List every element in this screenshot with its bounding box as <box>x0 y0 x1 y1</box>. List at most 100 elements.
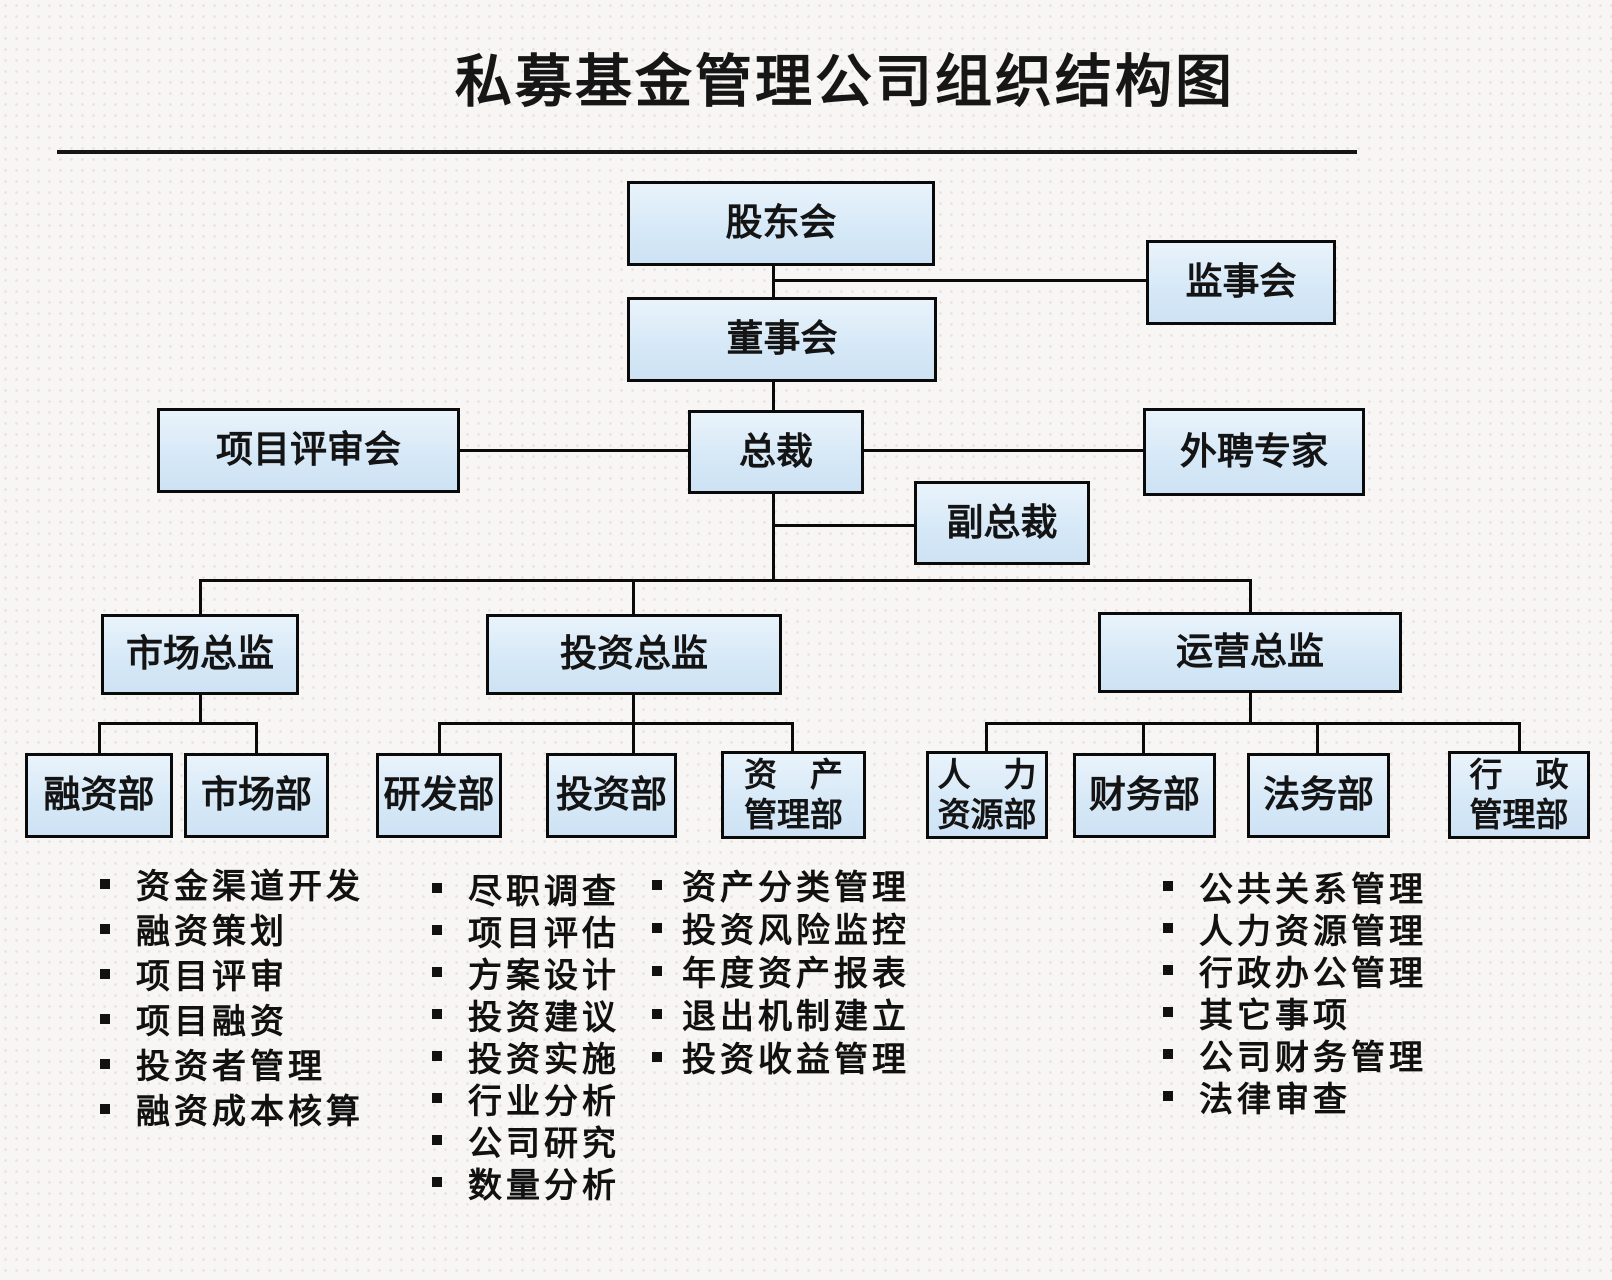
list-item: 投资建议 <box>432 993 620 1038</box>
connector-drop-market-dept <box>255 722 258 755</box>
connector-investment-children <box>438 722 794 725</box>
bullet-icon <box>432 883 442 893</box>
node-operations-director-label: 运营总监 <box>1176 630 1324 674</box>
node-project-review: 项目评审会 <box>157 408 460 493</box>
list-item-text: 公共关系管理 <box>1199 869 1427 910</box>
node-legal-dept-label: 法务部 <box>1263 773 1374 817</box>
page-title: 私募基金管理公司组织结构图 <box>455 49 1235 115</box>
bullet-icon <box>652 1051 662 1062</box>
list-item: 公司研究 <box>432 1119 620 1164</box>
bullet-icon <box>432 1009 442 1019</box>
list-item: 融资成本核算 <box>100 1086 364 1132</box>
list-item: 项目评估 <box>432 909 620 954</box>
list-item-text: 投资实施 <box>468 1039 620 1080</box>
node-market-dept: 市场部 <box>184 753 329 838</box>
node-board-of-directors: 董事会 <box>627 297 937 382</box>
connector-drop-rd-dept <box>438 722 441 755</box>
node-admin-dept-line1: 行 政 <box>1469 754 1569 794</box>
bullet-icon <box>432 1177 442 1187</box>
connector-drop-hr-dept <box>985 722 988 755</box>
connector-operations-children <box>985 722 1521 725</box>
bullet-icon <box>1163 923 1173 933</box>
list-item: 方案设计 <box>432 951 620 996</box>
bullet-icon <box>100 1103 110 1114</box>
bullet-icon <box>432 967 442 977</box>
bullet-icon <box>1163 965 1173 975</box>
node-investment-dept-label: 投资部 <box>556 773 667 817</box>
bullet-icon <box>100 1013 110 1024</box>
list-item: 投资风险监控 <box>652 906 910 951</box>
list-item: 行政办公管理 <box>1163 949 1427 994</box>
bullet-icon <box>652 965 662 976</box>
node-asset-mgmt-dept-line1: 资 产 <box>744 754 843 794</box>
list-item-text: 行政办公管理 <box>1199 953 1427 994</box>
node-operations-director: 运营总监 <box>1098 612 1402 693</box>
node-admin-dept: 行 政 管理部 <box>1448 751 1590 839</box>
bullet-icon <box>432 925 442 935</box>
connector-operations-down <box>1249 691 1252 725</box>
node-board-of-directors-label: 董事会 <box>726 317 838 361</box>
connector-drop-investment-director <box>632 579 635 616</box>
title-underline <box>57 150 1357 154</box>
node-hr-dept-line2: 资源部 <box>937 795 1037 834</box>
list-item: 投资收益管理 <box>652 1035 910 1080</box>
list-item: 数量分析 <box>432 1161 620 1206</box>
connector-drop-finance-dept <box>1142 722 1145 755</box>
node-admin-dept-line2: 管理部 <box>1469 795 1569 834</box>
bullet-icon <box>652 922 662 933</box>
connector-president-experts <box>862 449 1145 452</box>
list-item-text: 资金渠道开发 <box>136 867 364 907</box>
list-item-text: 尽职调查 <box>468 871 620 912</box>
list-item-text: 退出机制建立 <box>682 997 910 1037</box>
node-marketing-director-label: 市场总监 <box>126 632 274 676</box>
bullet-icon <box>1163 1049 1173 1059</box>
bullet-icon <box>432 1093 442 1103</box>
node-vice-president-label: 副总裁 <box>946 500 1058 544</box>
list-item: 公司财务管理 <box>1163 1033 1427 1078</box>
node-project-review-label: 项目评审会 <box>216 428 401 472</box>
node-external-experts: 外聘专家 <box>1143 408 1365 496</box>
node-legal-dept: 法务部 <box>1247 753 1390 838</box>
list-item: 公共关系管理 <box>1163 865 1427 910</box>
bullet-icon <box>1163 1007 1173 1017</box>
connector-drop-asset-dept <box>791 722 794 755</box>
list-item: 资产分类管理 <box>652 863 910 908</box>
list-item-text: 项目评估 <box>468 913 620 954</box>
list-item: 项目评审 <box>100 951 364 997</box>
connector-board-president <box>772 380 775 412</box>
node-finance-dept-label: 财务部 <box>1089 773 1200 817</box>
node-rd-dept-label: 研发部 <box>383 773 495 817</box>
connector-drop-financing-dept <box>98 722 101 755</box>
node-shareholders-label: 股东会 <box>725 201 837 245</box>
node-supervisory-board-label: 监事会 <box>1185 260 1297 304</box>
bullet-icon <box>1163 1091 1173 1101</box>
connector-directors-distribution <box>199 579 1252 582</box>
connector-drop-operations-director <box>1249 579 1252 614</box>
list-item: 投资者管理 <box>100 1041 364 1087</box>
list-item-text: 投资建议 <box>468 997 620 1038</box>
bullet-icon <box>100 1058 110 1069</box>
node-asset-mgmt-dept-line2: 管理部 <box>744 795 843 834</box>
node-president-label: 总裁 <box>739 429 813 473</box>
list-item: 年度资产报表 <box>652 949 910 994</box>
bullet-icon <box>652 879 662 890</box>
list-item-text: 人力资源管理 <box>1199 911 1427 952</box>
connector-drop-admin-dept <box>1518 722 1521 755</box>
list-item-text: 公司财务管理 <box>1199 1037 1427 1078</box>
list-item-text: 行业分析 <box>468 1081 620 1122</box>
list-item: 行业分析 <box>432 1077 620 1122</box>
connector-drop-legal-dept <box>1316 722 1319 755</box>
list-item-text: 数量分析 <box>468 1165 620 1206</box>
bullet-icon <box>1163 881 1173 891</box>
list-item-text: 资产分类管理 <box>682 868 910 908</box>
financing-duty-list: 资金渠道开发 融资策划 项目评审 项目融资 投资者管理 融资成本核算 <box>100 861 364 1132</box>
connector-marketing-children <box>98 722 258 725</box>
node-investment-director: 投资总监 <box>486 614 782 695</box>
node-supervisory-board: 监事会 <box>1146 240 1336 325</box>
operations-duty-list: 公共关系管理 人力资源管理 行政办公管理 其它事项 公司财务管理 法律审查 <box>1163 865 1427 1120</box>
list-item: 人力资源管理 <box>1163 907 1427 952</box>
list-item-text: 项目评审 <box>136 957 288 997</box>
node-hr-dept: 人 力 资源部 <box>926 751 1048 839</box>
list-item-text: 投资风险监控 <box>682 911 910 951</box>
list-item-text: 投资收益管理 <box>682 1040 910 1080</box>
